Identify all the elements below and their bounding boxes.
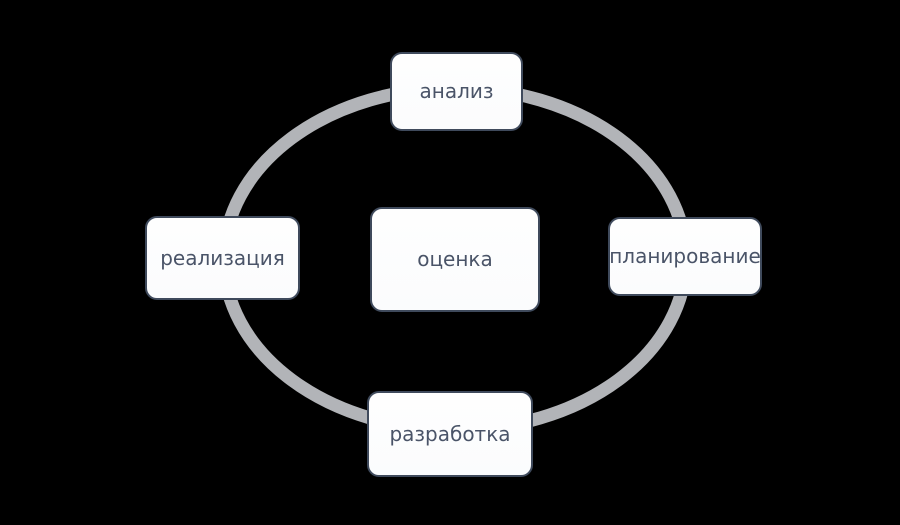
node-implementation-label: реализация — [160, 245, 285, 270]
node-evaluation-label: оценка — [417, 247, 493, 271]
node-planning-label: планирование — [609, 244, 761, 268]
node-analysis: анализ — [390, 52, 523, 131]
node-evaluation-center: оценка — [370, 207, 540, 312]
node-planning: планирование — [608, 217, 762, 296]
node-implementation: реализация — [145, 216, 300, 300]
node-development-label: разработка — [389, 421, 511, 446]
node-development: разработка — [367, 391, 533, 477]
node-analysis-label: анализ — [419, 79, 494, 103]
